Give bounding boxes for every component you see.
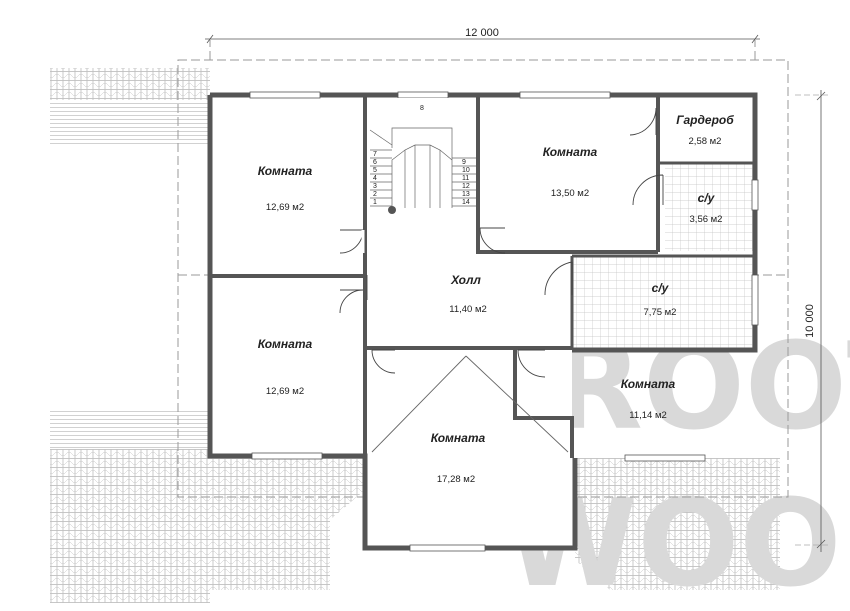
roof-left	[50, 68, 210, 603]
room-name: Комната	[258, 164, 313, 178]
roof-bottom-right	[575, 458, 780, 590]
room-name: Комната	[431, 431, 486, 445]
room-area: 13,50 м2	[551, 188, 589, 199]
room-labels: Комната 12,69 м2 Комната 12,69 м2 Комнат…	[258, 113, 734, 485]
room-area: 11,14 м2	[629, 410, 667, 421]
dimension-height-label: 10 000	[804, 304, 816, 338]
dimension-width-label: 12 000	[465, 27, 499, 39]
stair-step-numbers: 7 6 5 4 3 2 1 9 10 11 12 13 14 8	[373, 105, 470, 206]
room-name: Комната	[621, 377, 676, 391]
step-number: 13	[462, 191, 470, 198]
room-area: 3,56 м2	[690, 214, 723, 225]
step-number: 1	[373, 199, 377, 206]
step-number: 12	[462, 183, 470, 190]
step-number: 11	[462, 175, 469, 182]
step-number: 10	[462, 167, 470, 174]
dimension-height	[795, 90, 830, 552]
room-name: с/у	[652, 281, 670, 295]
step-number: 7	[373, 151, 377, 158]
room-name: Комната	[258, 337, 313, 351]
dimension-width	[205, 34, 760, 44]
step-number: 3	[373, 183, 377, 190]
step-number: 14	[462, 199, 470, 206]
step-number: 5	[373, 167, 377, 174]
step-number: 4	[373, 175, 377, 182]
room-name: Гардероб	[676, 113, 734, 127]
step-number: 2	[373, 191, 377, 198]
room-name: Холл	[450, 273, 481, 287]
room-area: 17,28 м2	[437, 474, 475, 485]
step-number: 8	[420, 105, 424, 112]
room-area: 2,58 м2	[689, 136, 722, 147]
walls	[207, 92, 758, 551]
staircase	[368, 98, 476, 216]
roof-ridge-lines	[371, 355, 569, 453]
room-name: с/у	[698, 191, 716, 205]
room-area: 12,69 м2	[266, 202, 304, 213]
roof-bottom-left	[210, 450, 365, 590]
room-area: 12,69 м2	[266, 386, 304, 397]
room-name: Комната	[543, 145, 598, 159]
stair-treads-right	[452, 157, 476, 207]
stair-treads-left	[370, 149, 392, 207]
step-number: 6	[373, 159, 377, 166]
floor-fill	[210, 95, 755, 548]
step-number: 9	[462, 159, 466, 166]
room-area: 7,75 м2	[644, 307, 677, 318]
room-area: 11,40 м2	[449, 304, 487, 315]
windows	[249, 91, 759, 552]
doors	[339, 107, 664, 378]
